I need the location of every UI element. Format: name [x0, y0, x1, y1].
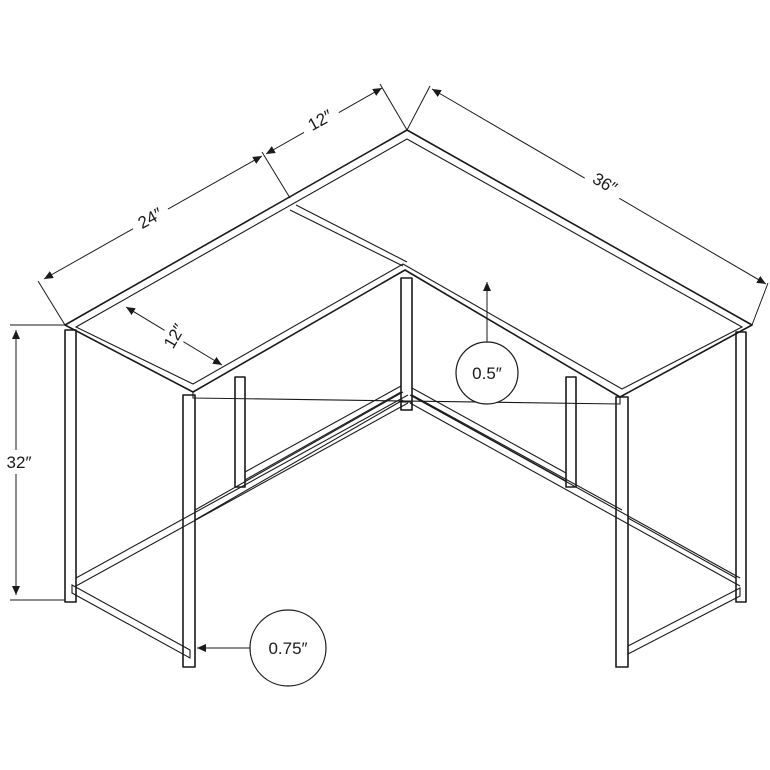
- dimension-lines: [10, 83, 769, 652]
- desk-legs: [64, 277, 747, 668]
- desk-top: [64, 129, 753, 405]
- desk-rails: [71, 385, 741, 659]
- leg-thickness-callout: [249, 609, 327, 687]
- leg-thickness-label: 0.75″: [268, 639, 307, 658]
- top-thickness-label: 0.5″: [472, 364, 502, 383]
- height-label: 32″: [7, 453, 32, 472]
- top-thickness-callout: [455, 341, 519, 405]
